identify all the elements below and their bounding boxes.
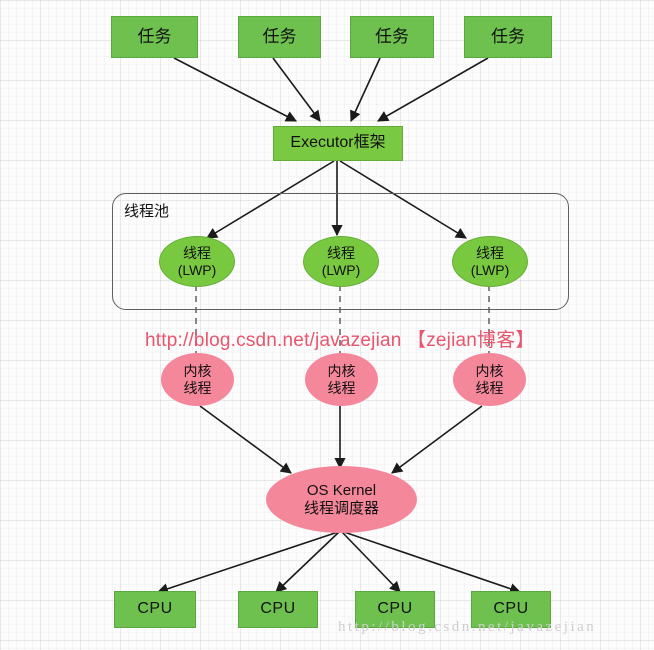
thread-lwp-2-line1: 线程 [327,244,355,261]
task-box-4-label: 任务 [491,26,525,46]
kernel-thread-1-line2: 线程 [183,379,212,396]
thread-lwp-2[interactable]: 线程 (LWP) [303,236,379,287]
executor-framework-box[interactable]: Executor框架 [273,126,403,161]
thread-lwp-2-line2: (LWP) [321,261,361,278]
edge-oskernel-cpu3 [341,531,401,593]
kernel-thread-3-line1: 内核 [475,362,504,379]
watermark-secondary: http://blog.csdn.net/javazejian [338,619,597,635]
kernel-thread-2[interactable]: 内核 线程 [305,353,378,406]
task-box-2-label: 任务 [262,26,297,46]
os-kernel-line1: OS Kernel [306,481,377,499]
edge-task2-executor [272,57,321,122]
task-box-1[interactable]: 任务 [111,16,198,58]
task-box-3-label: 任务 [375,26,409,46]
edge-task1-executor [173,57,297,122]
os-kernel-line2: 线程调度器 [303,499,379,517]
thread-lwp-3-line1: 线程 [476,244,504,261]
thread-lwp-3[interactable]: 线程 (LWP) [452,236,528,287]
cpu-box-1-label: CPU [137,600,173,618]
thread-pool-container [112,193,569,310]
edge-oskernel-cpu4 [343,531,522,595]
thread-lwp-3-line2: (LWP) [470,261,510,278]
cpu-box-2-label: CPU [260,600,296,618]
edge-kernelthread3-oskernel [391,405,483,474]
cpu-box-3-label: CPU [377,600,413,618]
task-box-4[interactable]: 任务 [464,16,552,58]
watermark-primary: http://blog.csdn.net/javazejian 【zejian博… [145,330,535,351]
task-box-3[interactable]: 任务 [350,16,434,58]
cpu-box-3[interactable]: CPU [355,591,435,628]
edge-kernelthread1-oskernel [199,405,292,474]
task-box-1-label: 任务 [137,26,172,46]
kernel-thread-2-line2: 线程 [327,379,356,396]
thread-pool-label: 线程池 [124,203,170,220]
os-kernel-scheduler[interactable]: OS Kernel 线程调度器 [266,466,417,533]
cpu-box-4-label: CPU [493,600,529,618]
kernel-thread-1-line1: 内核 [183,362,212,379]
task-box-2[interactable]: 任务 [238,16,321,58]
cpu-box-1[interactable]: CPU [114,591,196,628]
cpu-box-4[interactable]: CPU [471,591,551,628]
thread-lwp-1-line1: 线程 [183,244,211,261]
thread-lwp-1[interactable]: 线程 (LWP) [159,236,235,287]
kernel-thread-2-line1: 内核 [327,362,356,379]
edge-oskernel-cpu2 [275,531,340,593]
kernel-thread-1[interactable]: 内核 线程 [161,353,234,406]
thread-lwp-1-line2: (LWP) [177,261,217,278]
kernel-thread-3[interactable]: 内核 线程 [453,353,526,406]
edge-oskernel-cpu1 [156,531,339,595]
cpu-box-2[interactable]: CPU [238,591,318,628]
executor-framework-label: Executor框架 [290,134,386,152]
edge-task4-executor [377,57,489,122]
kernel-thread-3-line2: 线程 [475,379,504,396]
edge-task3-executor [350,57,381,123]
